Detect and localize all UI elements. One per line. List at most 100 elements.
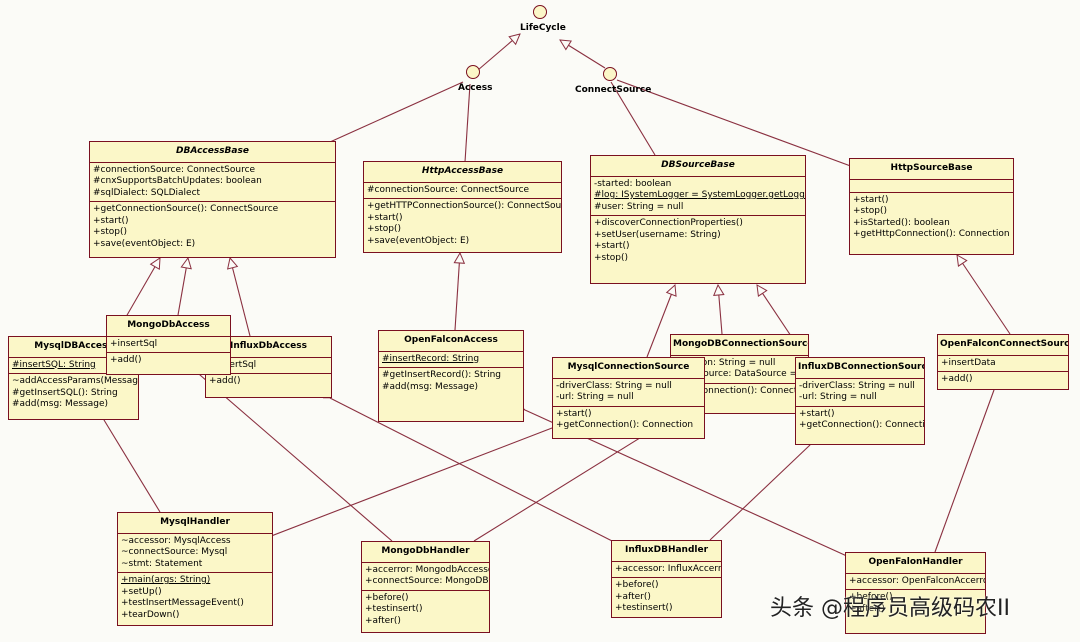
connectsource-label: ConnectSource bbox=[575, 85, 652, 95]
operations-section: +discoverConnectionProperties()+setUser(… bbox=[591, 216, 805, 266]
attribute: -started: boolean bbox=[594, 178, 672, 189]
class-openfalonhandler[interactable]: OpenFalonHandler+accessor: OpenFalconAcc… bbox=[845, 552, 986, 634]
class-mysqlhandler[interactable]: MysqlHandler~accessor: MysqlAccess~conne… bbox=[117, 512, 273, 626]
operation: +add() bbox=[941, 374, 973, 384]
operations-section: +getHTTPConnectionSource(): ConnectSourc… bbox=[364, 199, 561, 249]
class-dbsourcebase[interactable]: DBSourceBase-started: boolean#log: ISyst… bbox=[590, 155, 806, 284]
class-name: MysqlConnectionSource bbox=[553, 358, 704, 379]
class-mysqlconnectionsource[interactable]: MysqlConnectionSource-driverClass: Strin… bbox=[552, 357, 705, 439]
attributes-section: #connectionSource: ConnectSource#cnxSupp… bbox=[90, 163, 335, 202]
class-mongodbaccess[interactable]: MongoDbAccess+insertSql +add() bbox=[106, 315, 231, 375]
class-name: MysqlHandler bbox=[118, 513, 272, 534]
operation: +start() bbox=[93, 215, 129, 226]
attribute: #log: ISystemLogger = SystemLogger.getLo… bbox=[594, 190, 806, 200]
attribute: +insertSql bbox=[110, 338, 158, 349]
operations-section: +start()+getConnection(): Connection bbox=[553, 407, 704, 434]
operation: +testInsertMessageEvent() bbox=[121, 598, 244, 608]
class-name: InfluxDBHandler bbox=[612, 541, 721, 562]
class-name: InfluxDbAccess bbox=[206, 337, 331, 358]
class-name: OpenFalconAccess bbox=[379, 331, 523, 352]
class-openfalconconnectsource[interactable]: OpenFalconConnectSource+insertData+add() bbox=[937, 334, 1069, 390]
attribute: ~connectSource: Mysql bbox=[121, 547, 228, 557]
attribute: -url: String = null bbox=[556, 392, 634, 402]
class-mongodbhandler[interactable]: MongoDbHandler+accerror: MongodbAccessor… bbox=[361, 541, 490, 633]
class-influxdbconnectionsource[interactable]: InfluxDBConnectionSource-driverClass: St… bbox=[795, 357, 925, 445]
operations-section: +add() bbox=[938, 372, 1068, 388]
operation: #getInsertSQL(): String bbox=[12, 387, 118, 398]
operation: +getConnection(): Connection bbox=[799, 420, 925, 430]
class-httpaccessbase[interactable]: HttpAccessBase#connectionSource: Connect… bbox=[363, 161, 562, 253]
class-name: HttpSourceBase bbox=[850, 159, 1013, 180]
attributes-section: -location: String = null-dataSource: Dat… bbox=[671, 356, 808, 384]
operation: +start() bbox=[594, 241, 630, 251]
class-name: MongoDBConnectionSource bbox=[671, 335, 808, 356]
operation: +add() bbox=[110, 355, 142, 365]
operation: +isStarted(): boolean bbox=[853, 217, 950, 228]
class-httpsourcebase[interactable]: HttpSourceBase +start()+stop()+isStarted(… bbox=[849, 158, 1014, 255]
attributes-section: +accessor: OpenFalconAccerror bbox=[846, 574, 986, 590]
operations-section: +before()+testinsert()+after() bbox=[362, 591, 489, 630]
operation: +after() bbox=[849, 603, 885, 614]
influxdbaccess-to-dbaccessbase bbox=[230, 258, 251, 337]
watermark-text: 头条 @程序员高级码农II bbox=[770, 596, 1010, 621]
attributes-section: -driverClass: String = null-url: String … bbox=[553, 379, 704, 407]
operation: ~addAccessParams(Message) bbox=[12, 376, 139, 386]
class-dbaccessbase[interactable]: DBAccessBase#connectionSource: ConnectSo… bbox=[89, 141, 336, 258]
attributes-section: ~accessor: MysqlAccess~connectSource: My… bbox=[118, 534, 272, 573]
operation: +start() bbox=[853, 194, 889, 205]
attribute: -driverClass: String = null bbox=[556, 380, 672, 391]
connectsource-to-lifecycle bbox=[560, 40, 606, 69]
attributes-section: #connectionSource: ConnectSource bbox=[364, 183, 561, 199]
operation: +main(args: String) bbox=[121, 575, 211, 585]
attributes-section: +insertSql bbox=[107, 337, 230, 353]
operations-section: +main(args: String)+setUp()+testInsertMe… bbox=[118, 573, 272, 623]
operation: +start() bbox=[367, 212, 403, 223]
attributes-section: +insertSql bbox=[206, 358, 331, 374]
attribute: +accessor: InfluxAccerror bbox=[615, 563, 722, 574]
operations-section: +start()+stop()+isStarted(): boolean+get… bbox=[850, 193, 1013, 243]
operation: +getHTTPConnectionSource(): ConnectSourc… bbox=[367, 201, 562, 211]
mysqlhandler-mysqldbaccess bbox=[97, 409, 161, 513]
attribute: -dataSource: DataSource = null bbox=[674, 369, 809, 379]
attribute: #insertSQL: String bbox=[12, 359, 96, 370]
operation: +discoverConnectionProperties() bbox=[594, 218, 743, 228]
attribute: -location: String = null bbox=[674, 357, 776, 368]
operation: +stop() bbox=[594, 252, 629, 263]
operation: +testinsert() bbox=[615, 603, 673, 613]
openfalconaccess-to-httpaccessbase bbox=[455, 253, 460, 331]
attribute: +insertData bbox=[941, 357, 996, 368]
lifecycle-interface-icon bbox=[533, 5, 547, 19]
operation: +getHttpConnection(): Connection bbox=[853, 229, 1010, 239]
class-openfalconaccess[interactable]: OpenFalconAccess#insertRecord: String#ge… bbox=[378, 330, 524, 422]
attributes-section bbox=[850, 180, 1013, 193]
attribute: #cnxSupportsBatchUpdates: boolean bbox=[93, 176, 262, 186]
operations-section: +before()+after()+testinsert() bbox=[612, 578, 721, 617]
operation: +after() bbox=[615, 591, 651, 602]
attribute: +insertSql bbox=[209, 359, 257, 370]
httpsourcebase-to-connectsource bbox=[616, 79, 876, 176]
class-name: MongoDbHandler bbox=[362, 542, 489, 563]
access-to-lifecycle bbox=[477, 34, 520, 71]
attribute: ~accessor: MysqlAccess bbox=[121, 535, 231, 546]
class-name: OpenFalonHandler bbox=[846, 553, 985, 574]
operations-section: +getConnectionSource(): ConnectSource+st… bbox=[90, 202, 335, 252]
operation: +stop() bbox=[367, 224, 402, 234]
attribute: +accerror: MongodbAccessor bbox=[365, 564, 490, 575]
operation: +setUser(username: String) bbox=[594, 229, 721, 240]
class-name: MongoDbAccess bbox=[107, 316, 230, 337]
attribute: -url: String = null bbox=[799, 392, 877, 402]
operation: +stop() bbox=[853, 206, 888, 216]
class-name: DBAccessBase bbox=[90, 142, 335, 163]
attribute: +accessor: OpenFalconAccerror bbox=[849, 575, 986, 586]
operation: +before() bbox=[615, 580, 659, 590]
dbaccessbase-to-access bbox=[329, 81, 464, 143]
mongodbhandler-mongodbaccess bbox=[190, 366, 393, 542]
operation: +start() bbox=[556, 408, 592, 419]
class-influxdbhandler[interactable]: InfluxDBHandler+accessor: InfluxAccerror… bbox=[611, 540, 722, 618]
mysqlhandler-mysqlconn bbox=[239, 422, 564, 549]
operations-section: +start()+getConnection(): Connection bbox=[796, 407, 924, 434]
class-name: DBSourceBase bbox=[591, 156, 805, 177]
operations-section: ~addAccessParams(Message)#getInsertSQL()… bbox=[9, 374, 138, 413]
operations-section: #getInsertRecord(): String#add(msg: Mess… bbox=[379, 368, 523, 395]
mysqlconn-to-dbsourcebase bbox=[646, 285, 675, 358]
